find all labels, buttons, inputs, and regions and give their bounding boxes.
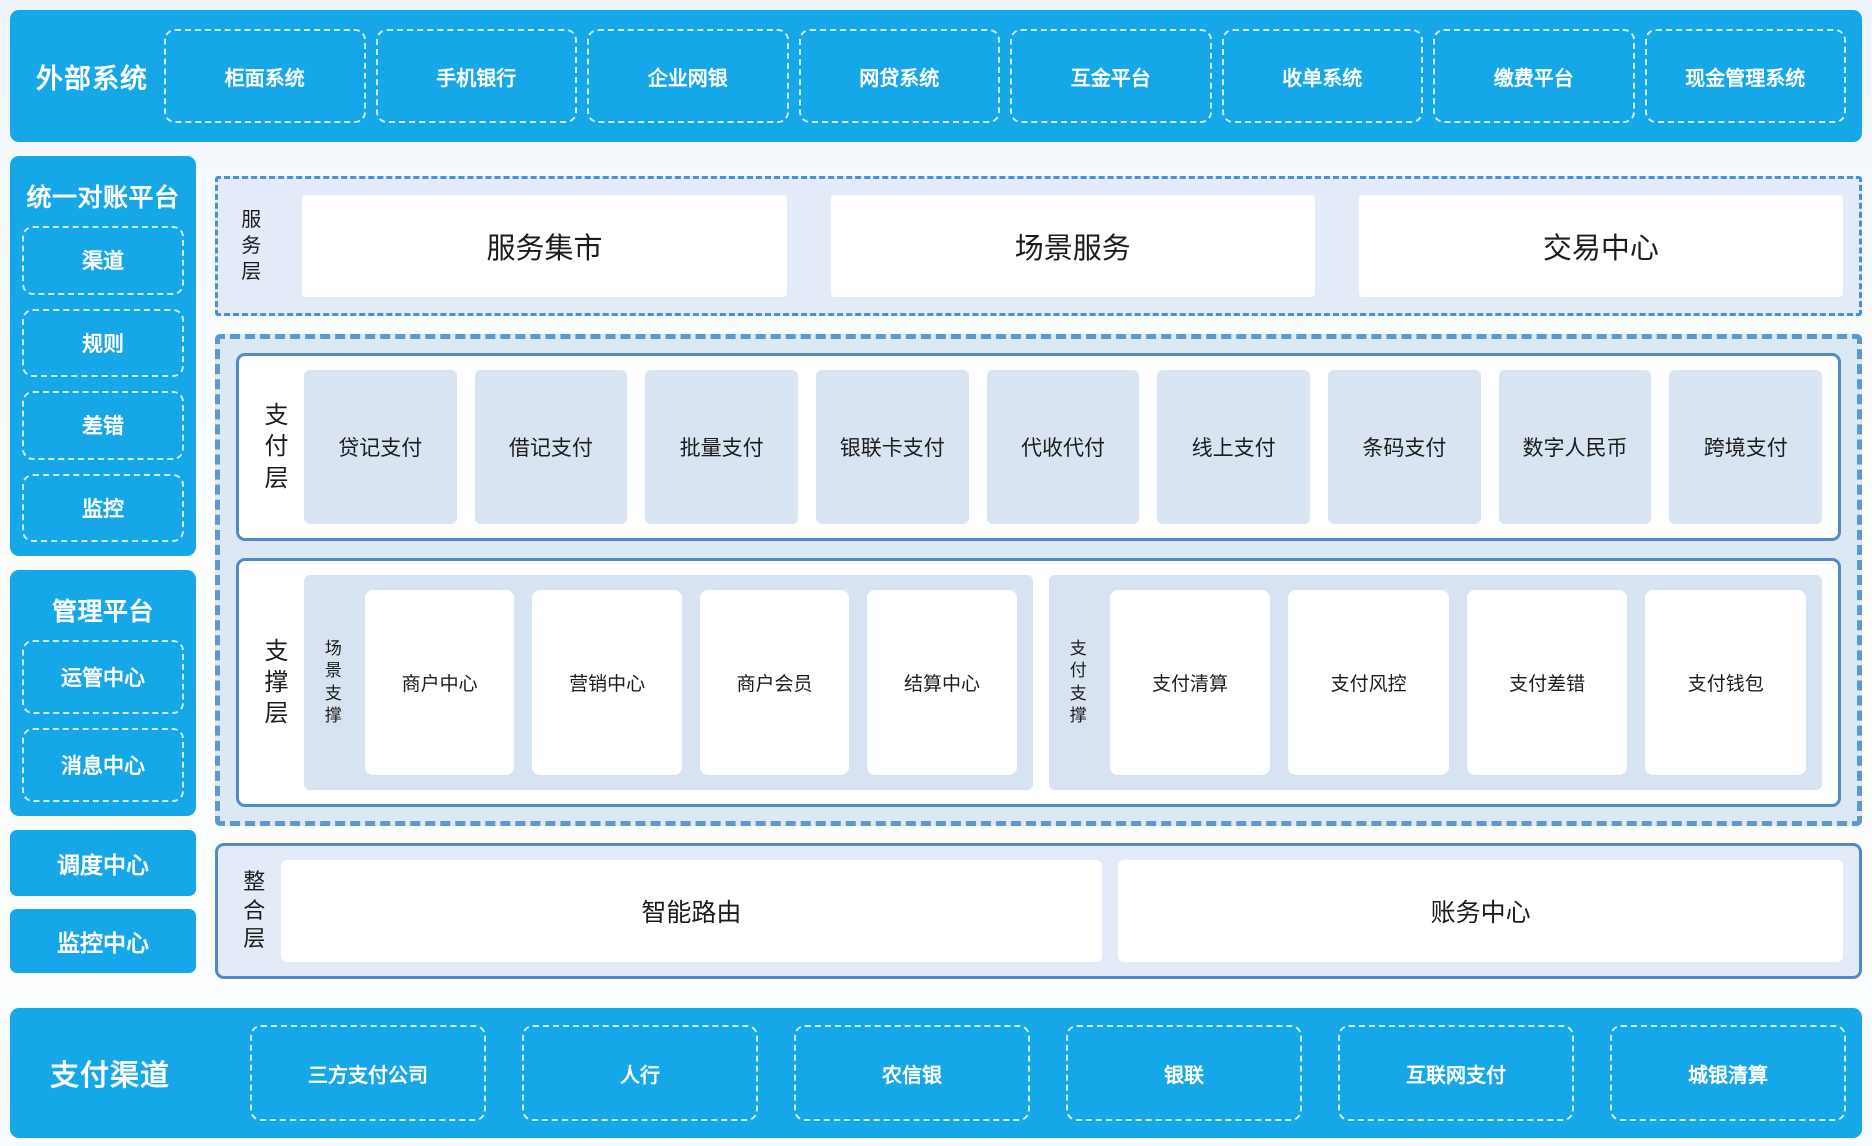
reconciliation-item: 规则	[22, 308, 184, 377]
support-layer-label: 支撑层	[264, 637, 289, 728]
scene-support-item: 营销中心	[532, 590, 682, 775]
integration-layer: 整合层 智能路由 账务中心	[215, 843, 1862, 979]
reconciliation-item: 差错	[22, 391, 184, 460]
external-system-item: 缴费平台	[1433, 29, 1635, 123]
scene-support-group: 场景支撑 商户中心 营销中心 商户会员 结算中心	[303, 575, 1033, 790]
payment-channel-item: 银联	[1066, 1025, 1303, 1121]
payment-support-container: 支付层 贷记支付 借记支付 批量支付 银联卡支付 代收代付 线上支付 条码支付 …	[215, 334, 1862, 826]
payment-channel-item: 城银清算	[1610, 1025, 1847, 1121]
management-item: 运管中心	[22, 640, 184, 714]
scene-support-item: 商户会员	[699, 590, 850, 775]
payment-item: 数字人民币	[1498, 370, 1652, 524]
service-item: 服务集市	[302, 195, 787, 297]
payment-channels-items: 三方支付公司 人行 农信银 银联 互联网支付 城银清算	[250, 1025, 1847, 1121]
scene-support-label: 场景支撑	[324, 639, 342, 725]
payment-channels-title: 支付渠道	[50, 1060, 171, 1092]
scene-support-item: 商户中心	[364, 590, 515, 775]
external-systems-title: 外部系统	[36, 63, 148, 94]
external-system-item: 手机银行	[375, 29, 577, 123]
payment-channel-item: 人行	[522, 1025, 759, 1121]
service-layer-items: 服务集市 场景服务 交易中心	[302, 195, 1843, 297]
layers-column: 服务层 服务集市 场景服务 交易中心 支付层 贷记支付 借记支付 批量支付 银联…	[215, 156, 1862, 980]
payment-item: 批量支付	[645, 370, 798, 524]
reconciliation-platform-block: 统一对账平台 渠道 规则 差错 监控	[10, 156, 196, 556]
external-system-item: 柜面系统	[164, 29, 366, 123]
support-layer-groups: 场景支撑 商户中心 营销中心 商户会员 结算中心 支付支撑 支付清算 支付风控 …	[303, 575, 1822, 790]
payment-channels-bar: 支付渠道 三方支付公司 人行 农信银 银联 互联网支付 城银清算	[10, 1008, 1862, 1138]
diagram-body: 统一对账平台 渠道 规则 差错 监控 管理平台 运管中心 消息中心 调度中心 监…	[10, 156, 1862, 980]
payment-support-item: 支付清算	[1109, 590, 1271, 775]
payment-item: 银联卡支付	[815, 370, 969, 524]
service-item: 场景服务	[830, 195, 1315, 297]
payment-layer: 支付层 贷记支付 借记支付 批量支付 银联卡支付 代收代付 线上支付 条码支付 …	[236, 353, 1841, 541]
payment-item: 线上支付	[1157, 370, 1310, 524]
external-system-item: 收单系统	[1221, 29, 1423, 123]
payment-channel-item: 三方支付公司	[250, 1025, 487, 1121]
service-layer: 服务层 服务集市 场景服务 交易中心	[215, 176, 1862, 316]
monitor-center-block: 监控中心	[10, 909, 196, 973]
integration-item: 账务中心	[1118, 860, 1843, 962]
management-item: 消息中心	[22, 728, 184, 802]
external-system-item: 企业网银	[587, 29, 789, 123]
management-items: 运管中心 消息中心	[22, 640, 184, 802]
support-layer: 支撑层 场景支撑 商户中心 营销中心 商户会员 结算中心 支付支撑 支付清算	[236, 558, 1841, 807]
payment-item: 代收代付	[986, 370, 1140, 524]
external-systems-bar: 外部系统 柜面系统 手机银行 企业网银 网贷系统 互金平台 收单系统 缴费平台 …	[10, 10, 1862, 142]
payment-item: 条码支付	[1328, 370, 1481, 524]
payment-layer-items: 贷记支付 借记支付 批量支付 银联卡支付 代收代付 线上支付 条码支付 数字人民…	[303, 370, 1823, 524]
external-systems-items: 柜面系统 手机银行 企业网银 网贷系统 互金平台 收单系统 缴费平台 现金管理系…	[164, 29, 1846, 123]
service-item: 交易中心	[1358, 195, 1843, 297]
payment-channel-item: 互联网支付	[1338, 1025, 1575, 1121]
external-system-item: 网贷系统	[798, 29, 1000, 123]
left-platform-column: 统一对账平台 渠道 规则 差错 监控 管理平台 运管中心 消息中心 调度中心 监…	[10, 156, 196, 980]
integration-layer-label: 整合层	[243, 869, 266, 952]
integration-layer-items: 智能路由 账务中心	[280, 860, 1843, 962]
payment-item: 跨境支付	[1669, 370, 1823, 524]
scene-support-item: 结算中心	[867, 590, 1017, 775]
reconciliation-platform-title: 统一对账平台	[26, 184, 180, 212]
payment-support-label: 支付支撑	[1069, 639, 1087, 725]
management-platform-title: 管理平台	[51, 598, 154, 626]
external-system-item: 互金平台	[1010, 29, 1212, 123]
payment-layer-label: 支付层	[264, 402, 289, 492]
payment-support-group: 支付支撑 支付清算 支付风控 支付差错 支付钱包	[1048, 575, 1822, 790]
dispatch-center-block: 调度中心	[10, 830, 196, 896]
reconciliation-item: 监控	[22, 473, 184, 542]
payment-item: 贷记支付	[303, 370, 457, 524]
payment-support-item: 支付风控	[1288, 590, 1449, 775]
reconciliation-items: 渠道 规则 差错 监控	[22, 226, 184, 542]
service-layer-label: 服务层	[241, 209, 262, 283]
management-platform-block: 管理平台 运管中心 消息中心	[10, 570, 196, 816]
payment-support-item: 支付差错	[1466, 590, 1628, 775]
payment-item: 借记支付	[474, 370, 628, 524]
reconciliation-item: 渠道	[22, 226, 184, 295]
integration-item: 智能路由	[280, 860, 1103, 962]
external-system-item: 现金管理系统	[1644, 29, 1846, 123]
payment-channel-item: 农信银	[794, 1025, 1031, 1121]
payment-support-item: 支付钱包	[1645, 590, 1806, 775]
